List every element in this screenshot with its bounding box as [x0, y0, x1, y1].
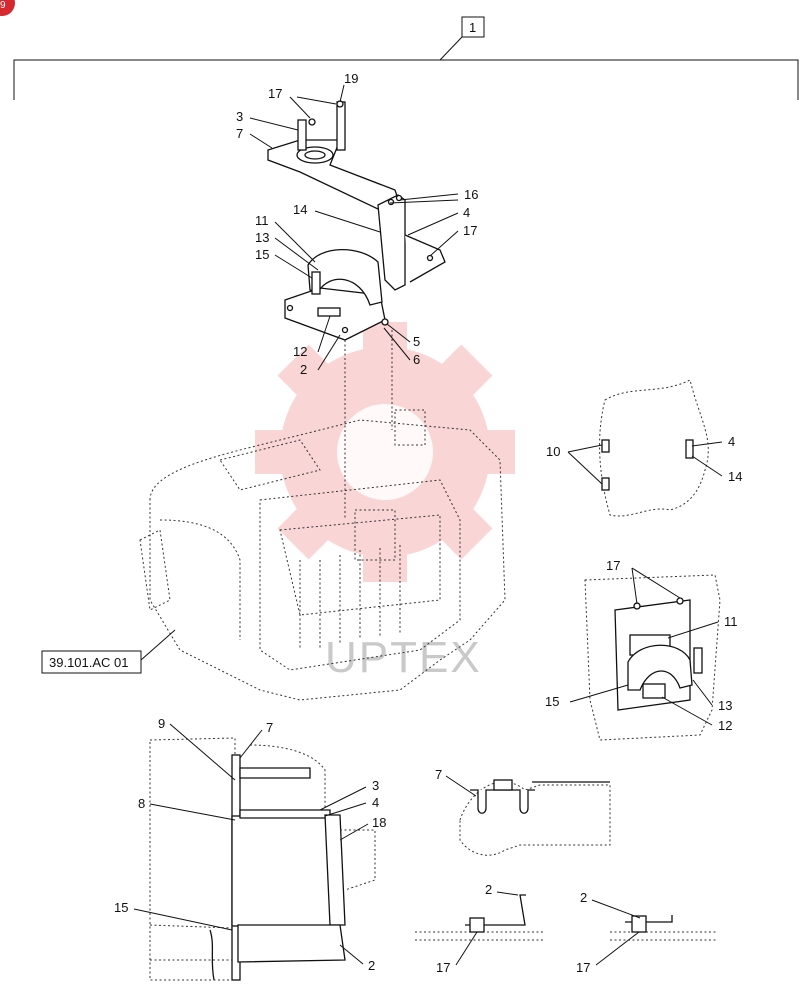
callout-label: 17 [436, 960, 450, 975]
reference-box-text: 39.101.AC 01 [49, 655, 129, 670]
detail-d [415, 894, 545, 941]
callout-label: 9 [158, 716, 165, 731]
callout-label: 2 [300, 362, 307, 377]
callout-label: 11 [724, 614, 738, 629]
callout-label: 2 [368, 958, 375, 973]
callout-label: 4 [728, 434, 735, 449]
callout-label: 8 [138, 796, 145, 811]
callout-label: 18 [372, 815, 386, 830]
callout-label: 15 [255, 247, 269, 262]
corner-badge-text: 9 [0, 0, 6, 11]
callout-label: 12 [718, 718, 732, 733]
callout-label: 16 [464, 187, 478, 202]
corner-badge: 9 [0, 0, 15, 16]
callout-label: 3 [236, 109, 243, 124]
callout-label: 17 [606, 558, 620, 573]
callout-label: 7 [236, 126, 243, 141]
callout-label: 5 [413, 334, 420, 349]
assembly-number: 1 [469, 20, 476, 35]
callout-labels: 17 19 3 7 16 14 4 11 17 13 15 5 6 12 2 1… [114, 71, 742, 975]
callout-label: 2 [485, 882, 492, 897]
detail-a [599, 379, 709, 517]
callout-label: 15 [114, 900, 128, 915]
watermark-gear-icon [255, 322, 515, 582]
callout-label: 7 [266, 720, 273, 735]
callout-label: 19 [344, 71, 358, 86]
callout-label: 11 [255, 213, 269, 228]
leader-lines [133, 84, 723, 966]
callout-label: 6 [413, 352, 420, 367]
callout-label: 7 [435, 767, 442, 782]
machine-outline [139, 409, 506, 701]
callout-label: 14 [728, 469, 742, 484]
callout-label: 14 [293, 202, 307, 217]
callout-label: 4 [372, 795, 379, 810]
callout-label: 17 [268, 86, 282, 101]
watermark-text: UPTEX [325, 633, 482, 682]
reference-box: 39.101.AC 01 [41, 629, 176, 674]
callout-label: 13 [718, 698, 732, 713]
callout-label: 17 [576, 960, 590, 975]
side-view [149, 737, 376, 981]
assembly-bracket: 1 [13, 16, 799, 100]
callout-label: 12 [293, 344, 307, 359]
callout-label: 17 [463, 223, 477, 238]
top-bracket-assembly [267, 100, 446, 520]
detail-b [584, 574, 721, 741]
callout-label: 3 [372, 778, 379, 793]
detail-c [459, 779, 611, 856]
callout-label: 13 [255, 230, 269, 245]
callout-label: 4 [463, 205, 470, 220]
callout-label: 2 [580, 890, 587, 905]
callout-label: 15 [545, 694, 559, 709]
detail-e [610, 915, 718, 941]
callout-label: 10 [546, 444, 560, 459]
